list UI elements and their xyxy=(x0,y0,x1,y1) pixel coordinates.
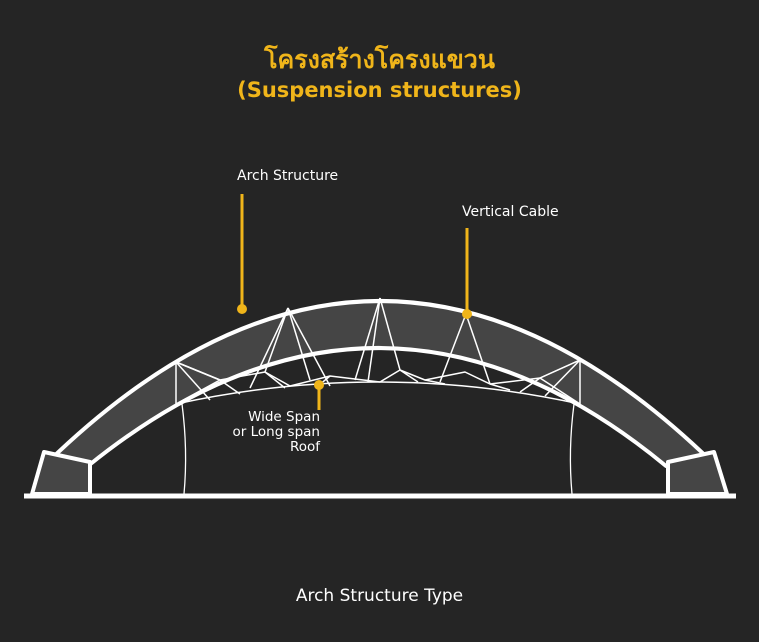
diagram-title-thai: โครงสร้างโครงแขวน xyxy=(264,45,495,74)
roof-label-line-1: Wide Span xyxy=(248,409,320,425)
arch-structure-label: Arch Structure xyxy=(237,168,339,184)
left-foundation xyxy=(30,450,92,496)
left-wall xyxy=(181,403,187,495)
diagram-caption: Arch Structure Type xyxy=(295,586,464,606)
arch-callout-dot xyxy=(237,304,247,314)
roof-truss xyxy=(175,297,581,405)
roof-bottom-chord xyxy=(175,381,581,405)
right-wall xyxy=(569,403,575,495)
cable-callout-dot xyxy=(462,309,472,319)
roof-label-line-3: Roof xyxy=(289,439,320,455)
roof-callout-dot xyxy=(314,380,324,390)
vertical-cable-label: Vertical Cable xyxy=(462,204,559,220)
right-foundation xyxy=(666,450,729,496)
diagram-title-english: (Suspension structures) xyxy=(237,78,522,102)
arch-band xyxy=(46,299,714,468)
roof-label-line-2: or Long span xyxy=(232,424,321,440)
roof-label: Wide Span or Long span Roof xyxy=(200,409,321,455)
